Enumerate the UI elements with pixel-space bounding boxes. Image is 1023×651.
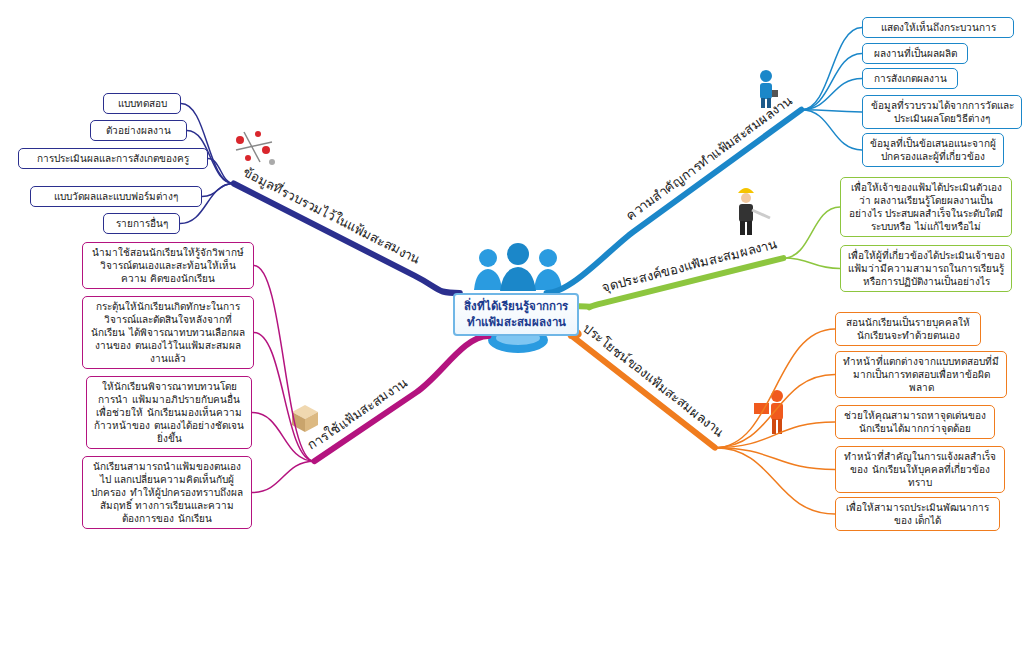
sub-branch <box>254 266 314 462</box>
leaf-box: นักเรียนสามารถนำแฟ้มของตนเองไป แลกเปลี่ย… <box>82 456 252 529</box>
leaf-box: เพื่อให้เจ้าของแฟ้มได้ประเมินตัวเองว่า ผ… <box>840 177 1012 237</box>
node-text: การประเมินผลและการสังเกตของครู <box>24 152 202 165</box>
orange-person-icon <box>754 390 783 434</box>
main-branch <box>314 336 488 461</box>
sub-branch <box>801 110 862 150</box>
sub-branch <box>783 207 840 258</box>
node-text: การสังเกตผลงาน <box>868 72 952 85</box>
main-branch <box>566 328 715 447</box>
leaf-box: ให้นักเรียนพิจารณาทบทวนโดยการนำ แฟ้มมาอภ… <box>86 376 252 449</box>
leaf-box: แบบทดสอบ <box>103 93 181 114</box>
leaf-box: ตัวอย่างผลงาน <box>90 120 187 141</box>
sub-branch <box>715 329 835 448</box>
leaf-box: รายการอื่นๆ <box>103 213 180 234</box>
sub-branch <box>181 104 234 184</box>
node-text: แบบวัดผลและแบบฟอร์มต่างๆ <box>36 190 196 203</box>
sub-branch <box>252 461 314 492</box>
node-text: นักเรียนสามารถนำแฟ้มของตนเองไป แลกเปลี่ย… <box>88 460 246 525</box>
node-text: ทำหน้าที่แตกต่างจากแบบทดสอบที่มี มากเป็น… <box>841 355 1001 394</box>
branch-topic: ความสำคัญการทำแฟ้มสะสมผลงาน <box>619 89 802 232</box>
sub-branch <box>208 159 234 184</box>
main-branch <box>234 184 460 293</box>
node-text: สอนนักเรียนเป็นรายบุคคลให้ นักเรียนจะทำด… <box>841 316 975 342</box>
node-text: ตัวอย่างผลงาน <box>96 124 181 137</box>
node-text: ให้นักเรียนพิจารณาทบทวนโดยการนำ แฟ้มมาอภ… <box>92 380 246 445</box>
branch-topic: ประโยชน์ของแฟ้มสะสมผลงาน <box>573 316 731 447</box>
sub-branch <box>801 28 862 110</box>
node-text: รายการอื่นๆ <box>109 217 174 230</box>
sub-branch <box>715 375 835 448</box>
node-text: ประโยชน์ของแฟ้มสะสมผลงาน <box>579 318 729 442</box>
node-text: การใช้แฟ้มสะสมงาน <box>302 373 411 456</box>
leaf-box: ข้อมูลที่รวบรวมได้จากการวัดและ ประเมินผล… <box>862 95 1022 129</box>
node-text: ข้อมูลที่รวบรวมไว้ในแฟ้มสะสมงาน <box>239 162 424 270</box>
sub-branch <box>715 448 835 514</box>
node-text: ความสำคัญการทำแฟ้มสะสมผลงาน <box>621 90 796 225</box>
leaf-box: เพื่อให้ผู้ที่เกี่ยวข้องได้ประเมินเจ้าขอ… <box>840 245 1012 292</box>
node-text: สิ่งที่ได้เรียนรู้จากการ ทำแฟ้มสะสมผลงาน <box>461 299 571 330</box>
node-text: แบบทดสอบ <box>109 97 175 110</box>
leaf-box: แสดงให้เห็นถึงกระบวนการ <box>862 17 1014 38</box>
leaf-box: ทำหน้าที่แตกต่างจากแบบทดสอบที่มี มากเป็น… <box>835 351 1007 398</box>
leaf-box: ช่วยให้คุณสามารถหาจุดเด่นของ นักเรียนได้… <box>835 405 995 439</box>
decoration-icon <box>236 131 275 165</box>
node-text: เพื่อให้สามารถประเมินพัฒนาการของ เด็กได้ <box>841 501 994 527</box>
node-text: กระตุ้นให้นักเรียนเกิดทักษะในการ วิจารณ์… <box>88 300 248 365</box>
leaf-box: ทำหน้าที่สำคัญในการแจ้งผลสำเร็จของ นักเร… <box>835 446 1005 493</box>
node-text: ช่วยให้คุณสามารถหาจุดเด่นของ นักเรียนได้… <box>841 409 989 435</box>
node-text: ผลงานที่เป็นผลผลิต <box>868 47 962 60</box>
leaf-box: นำมาใช้สอนนักเรียนให้รู้จักวิพากษ์ วิจาร… <box>82 242 254 289</box>
worker-icon <box>738 188 770 235</box>
leaf-box: เพื่อให้สามารถประเมินพัฒนาการของ เด็กได้ <box>835 497 1000 531</box>
leaf-box: การประเมินผลและการสังเกตของครู <box>18 148 208 169</box>
leaf-box: แบบวัดผลและแบบฟอร์มต่างๆ <box>30 186 202 207</box>
leaf-box: ข้อมูลที่เป็นข้อเสนอแนะจากผู้ ปกครองและผ… <box>862 133 1004 167</box>
sub-branch <box>783 258 840 268</box>
sub-branch <box>801 79 862 110</box>
central-topic: สิ่งที่ได้เรียนรู้จากการ ทำแฟ้มสะสมผลงาน <box>453 293 579 336</box>
sub-branch <box>715 448 835 470</box>
node-text: เพื่อให้เจ้าของแฟ้มได้ประเมินตัวเองว่า ผ… <box>846 181 1006 233</box>
branch-topic: ข้อมูลที่รวบรวมไว้ในแฟ้มสะสมงาน <box>234 160 427 275</box>
leaf-box: สอนนักเรียนเป็นรายบุคคลให้ นักเรียนจะทำด… <box>835 312 981 346</box>
node-text: ข้อมูลที่เป็นข้อเสนอแนะจากผู้ ปกครองและผ… <box>868 137 998 163</box>
leaf-box: ผลงานที่เป็นผลผลิต <box>862 43 968 64</box>
node-text: แสดงให้เห็นถึงกระบวนการ <box>868 21 1008 34</box>
node-text: นำมาใช้สอนนักเรียนให้รู้จักวิพากษ์ วิจาร… <box>88 246 248 285</box>
node-text: ข้อมูลที่รวบรวมได้จากการวัดและ ประเมินผล… <box>868 99 1016 125</box>
node-text: จุดประสงค์ของแฟ้มสะสมผลงาน <box>600 234 780 298</box>
sub-branch <box>715 422 835 448</box>
sub-branch <box>801 54 862 110</box>
node-text: ทำหน้าที่สำคัญในการแจ้งผลสำเร็จของ นักเร… <box>841 450 999 489</box>
leaf-box: การสังเกตผลงาน <box>862 68 958 89</box>
leaf-box: กระตุ้นให้นักเรียนเกิดทักษะในการ วิจารณ์… <box>82 296 254 369</box>
node-text: เพื่อให้ผู้ที่เกี่ยวข้องได้ประเมินเจ้าขอ… <box>846 249 1006 288</box>
